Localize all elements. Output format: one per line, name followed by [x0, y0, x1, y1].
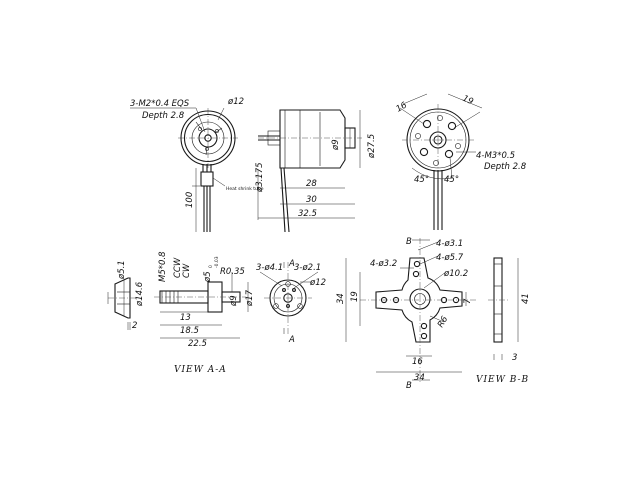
ccw-label: CCW	[173, 257, 183, 278]
dia-9-label: ø9	[331, 139, 341, 151]
thread-note-label: 3-M2*0.4 EQS	[130, 99, 190, 109]
mount-dim-41-label: 41	[521, 293, 531, 304]
motor-face-view	[399, 93, 483, 230]
hole-3-1-label: 4-ø3.1	[436, 239, 463, 249]
motor-side-view	[257, 109, 362, 233]
angle-45-a-label: 45°	[414, 175, 429, 185]
flange-dia-12-label: ø12	[309, 278, 326, 288]
len-28-label: 28	[306, 179, 317, 189]
dia-10-2-label: ø10.2	[443, 269, 468, 279]
cross-mount-side-view	[488, 257, 519, 360]
thread-depth-label: Depth 2.8	[142, 111, 185, 121]
motor-bottom-view	[130, 107, 238, 232]
washer-dim-2-label: 2	[132, 321, 137, 331]
len-22-5-label: 22.5	[188, 339, 207, 349]
section-a-top-label: A	[288, 259, 295, 269]
prop-washer-view	[107, 277, 138, 330]
mount-dim-34-vertical-label: 34	[336, 293, 346, 304]
hole-5-7-label: 4-ø5.7	[436, 253, 464, 263]
mount-dim-7-label: 7	[463, 298, 473, 304]
shaft-dia-label: ø3.175	[255, 162, 265, 193]
len-30-label: 30	[306, 195, 317, 205]
view-aa-title: VIEW A-A	[174, 365, 227, 375]
tol-lower-label: -0.03	[214, 256, 220, 268]
section-b-top-label: B	[406, 237, 412, 247]
dia-5-1-label: ø5.1	[117, 260, 127, 280]
prop-adapter-shaft	[154, 272, 249, 339]
dia-12-label: ø12	[227, 97, 244, 107]
adapter-flange-face	[259, 262, 319, 334]
m5-thread-label: M5*0.8	[158, 251, 168, 282]
m3-depth-label: Depth 2.8	[484, 162, 527, 172]
len-18-5-label: 18.5	[180, 326, 199, 336]
cw-label: CW	[182, 263, 192, 278]
hole-4-1-label: 3-ø4.1	[256, 263, 283, 273]
m3-note-label: 4-M3*0.5	[476, 151, 515, 161]
adapter-dia-9-label: ø9	[229, 295, 239, 307]
angle-45-b-label: 45°	[444, 175, 459, 185]
len-13-label: 13	[180, 313, 191, 323]
cross-mount-view	[345, 238, 476, 382]
face-dim-16-label: 16	[395, 100, 410, 114]
hole-3-2-label: 4-ø3.2	[370, 259, 397, 269]
mount-dim-19-label: 19	[350, 291, 360, 302]
view-bb-title: VIEW B-B	[476, 375, 529, 385]
mount-dim-3-label: 3	[512, 353, 517, 363]
heat-shrink-label: Heat shrink tube	[226, 186, 264, 192]
hole-2-1-label: 3-ø2.1	[294, 263, 321, 273]
dia-27-5-label: ø27.5	[367, 134, 377, 159]
adapter-dia-17-label: ø17	[245, 289, 255, 307]
lead-length-label: 100	[185, 192, 195, 208]
dia-5-label: ø5	[203, 271, 213, 283]
section-b-bottom-label: B	[406, 381, 412, 391]
mount-dim-16-label: 16	[412, 357, 423, 367]
r035-label: R0.35	[220, 267, 245, 277]
dia-14-6-label: ø14.6	[135, 281, 145, 307]
len-32-5-label: 32.5	[298, 209, 317, 219]
mount-dim-34-horizontal-label: 34	[414, 373, 425, 383]
radius-r6-label: R6	[436, 314, 451, 329]
face-dim-19-label: 19	[461, 94, 475, 108]
tol-upper-label: 0	[208, 265, 214, 268]
section-a-bottom-label: A	[288, 335, 295, 345]
